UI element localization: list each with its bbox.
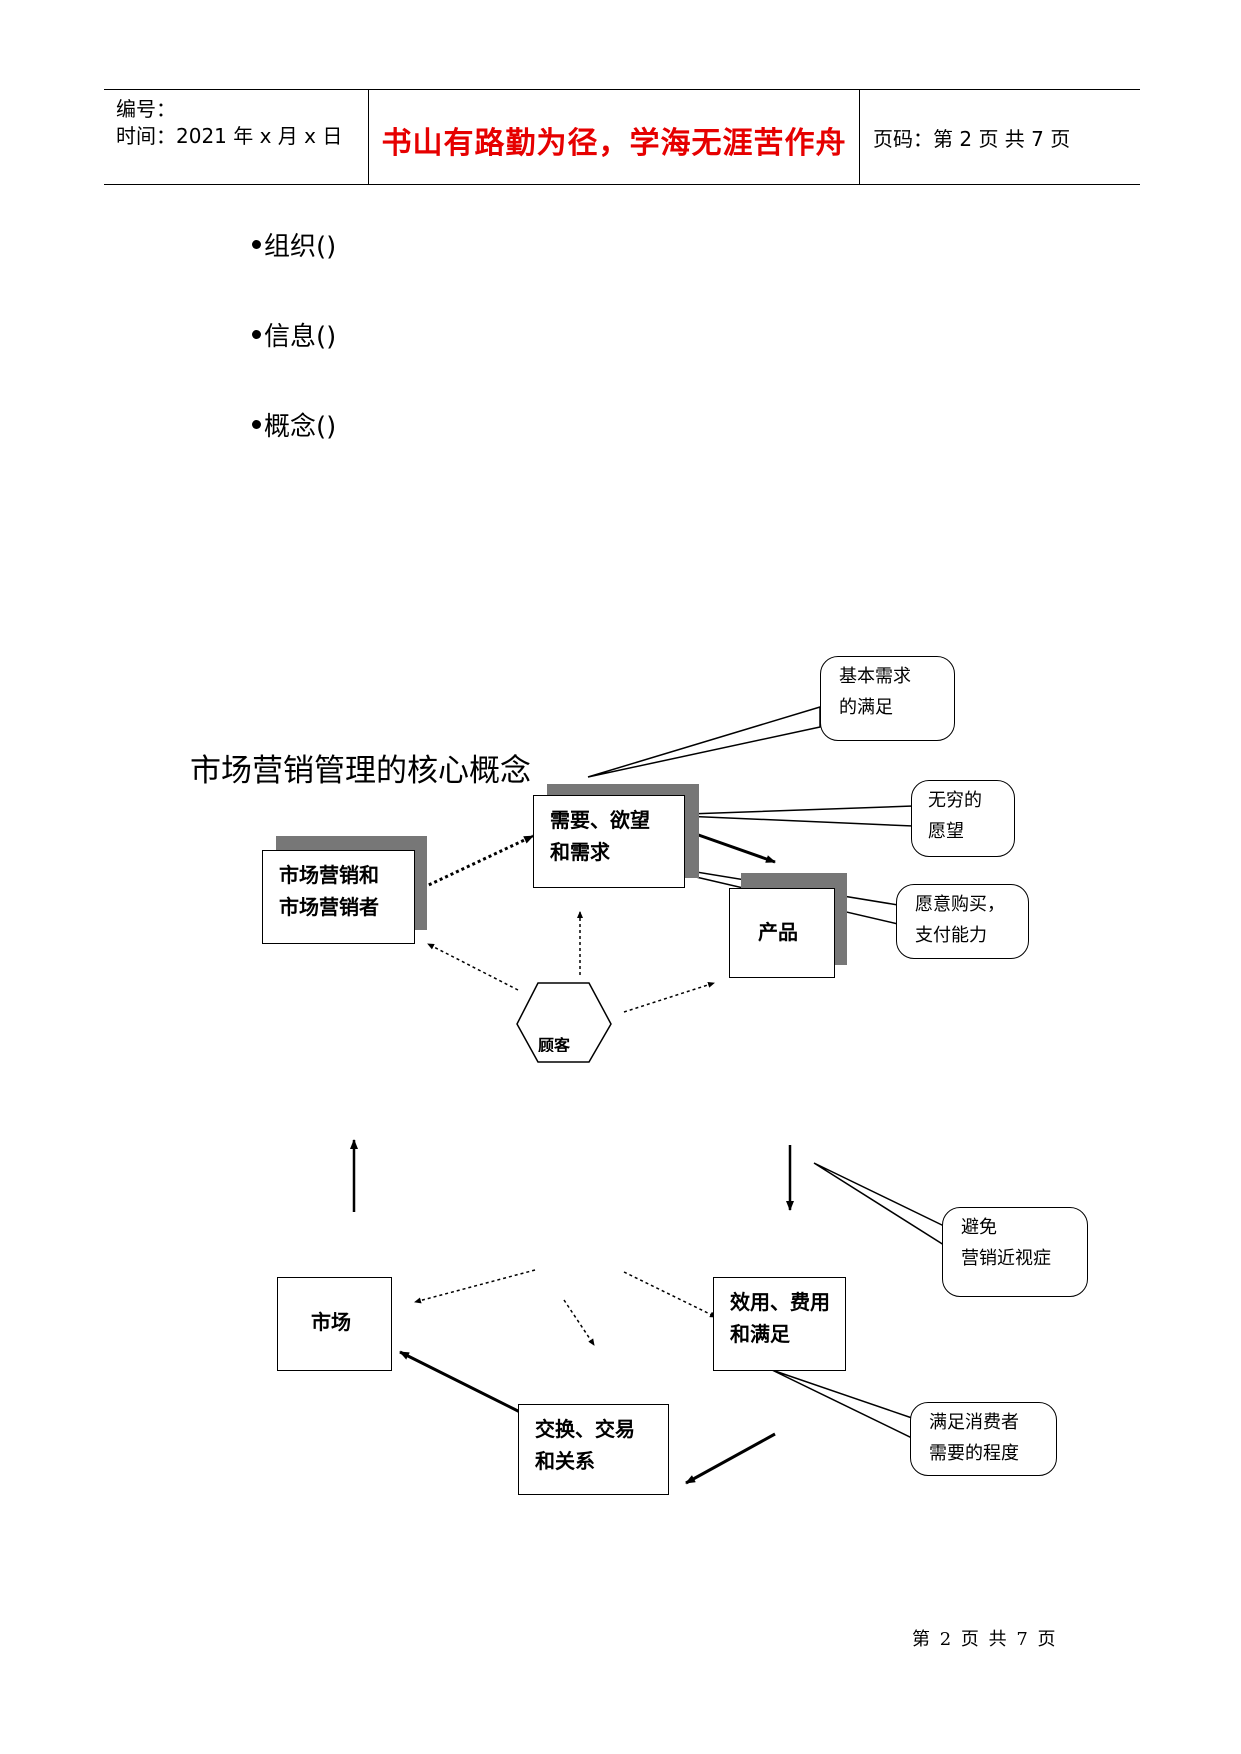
marketers-box: 市场营销和 市场营销者 [262, 850, 415, 944]
needs-line: 需要、欲望 [550, 808, 650, 832]
marketers-line: 市场营销者 [279, 895, 379, 919]
callout-line: 愿望 [928, 821, 964, 842]
header-page-label: 页码：第 2 页 共 7 页 [873, 127, 1071, 151]
callout-tail [587, 705, 821, 778]
header-meta-cell: 编号： 时间：2021 年 x 月 x 日 [104, 90, 369, 184]
header-page-cell: 页码：第 2 页 共 7 页 [860, 90, 1140, 184]
market-label: 市场 [311, 1310, 351, 1334]
dotted-arrow [414, 1269, 536, 1304]
header-motto: 书山有路勤为径，学海无涯苦作舟 [381, 126, 847, 161]
solid-arrow [399, 1350, 521, 1414]
product-box: 产品 [729, 888, 835, 978]
header-motto-cell: 书山有路勤为径，学海无涯苦作舟 [369, 90, 860, 184]
exchange-line: 交换、交易 [535, 1417, 635, 1441]
bullet-item: 组织() [252, 226, 336, 263]
exchange-line: 和关系 [535, 1449, 595, 1473]
needs-box: 需要、欲望 和需求 [533, 795, 685, 888]
callout-line: 基本需求 [839, 666, 911, 687]
callout-infinite-wants: 无穷的 愿望 [911, 780, 1015, 857]
bullet-dot-icon [252, 240, 261, 249]
callout-myopia: 避免 营销近视症 [942, 1207, 1088, 1297]
callout-line: 需要的程度 [929, 1443, 1019, 1464]
document-number-label: 编号： [116, 97, 176, 121]
customer-hexagon [516, 982, 612, 1063]
bullet-text: 概念() [264, 412, 337, 442]
bullet-text: 信息() [264, 322, 337, 352]
callout-line: 的满足 [839, 697, 893, 718]
page-footer: 第 2 页 共 7 页 [912, 1629, 1058, 1650]
document-time-label: 时间：2021 年 x 月 x 日 [116, 124, 343, 148]
callout-line: 支付能力 [915, 925, 987, 946]
callout-line: 满足消费者 [929, 1412, 1019, 1433]
bullet-text: 组织() [264, 232, 337, 262]
dotted-arrow [623, 1271, 717, 1318]
customer-label-clip: 顾客 [530, 1030, 600, 1052]
callout-line: 无穷的 [928, 790, 982, 811]
bullet-dot-icon [252, 330, 261, 339]
utility-line: 和满足 [730, 1322, 790, 1346]
bullet-dot-icon [252, 420, 261, 429]
callout-line: 营销近视症 [961, 1248, 1051, 1269]
utility-line: 效用、费用 [730, 1290, 830, 1314]
dotted-arrow [417, 834, 534, 892]
callout-line: 愿意购买， [915, 894, 1005, 915]
dotted-arrow [427, 943, 519, 991]
document-header: 编号： 时间：2021 年 x 月 x 日 书山有路勤为径，学海无涯苦作舟 页码… [104, 89, 1140, 185]
market-box: 市场 [277, 1277, 392, 1371]
utility-box: 效用、费用 和满足 [713, 1277, 846, 1371]
needs-line: 和需求 [550, 840, 610, 864]
dotted-arrow [623, 981, 715, 1013]
callout-tail [771, 1369, 913, 1440]
solid-arrow [689, 830, 776, 864]
callout-willing-to-buy: 愿意购买， 支付能力 [896, 884, 1029, 959]
marketers-line: 市场营销和 [279, 863, 379, 887]
bullet-item: 信息() [252, 316, 336, 353]
callout-line: 避免 [961, 1217, 997, 1238]
callout-satisfaction: 满足消费者 需要的程度 [910, 1402, 1057, 1476]
exchange-box: 交换、交易 和关系 [518, 1404, 669, 1495]
dotted-arrow [563, 1299, 595, 1346]
solid-arrow [685, 1432, 776, 1485]
callout-tail [813, 1162, 945, 1247]
callout-basic-needs: 基本需求 的满足 [820, 656, 955, 741]
diagram-title: 市场营销管理的核心概念 [190, 753, 531, 789]
bullet-item: 概念() [252, 406, 336, 443]
customer-label: 顾客 [538, 1036, 571, 1052]
product-label: 产品 [758, 920, 798, 944]
